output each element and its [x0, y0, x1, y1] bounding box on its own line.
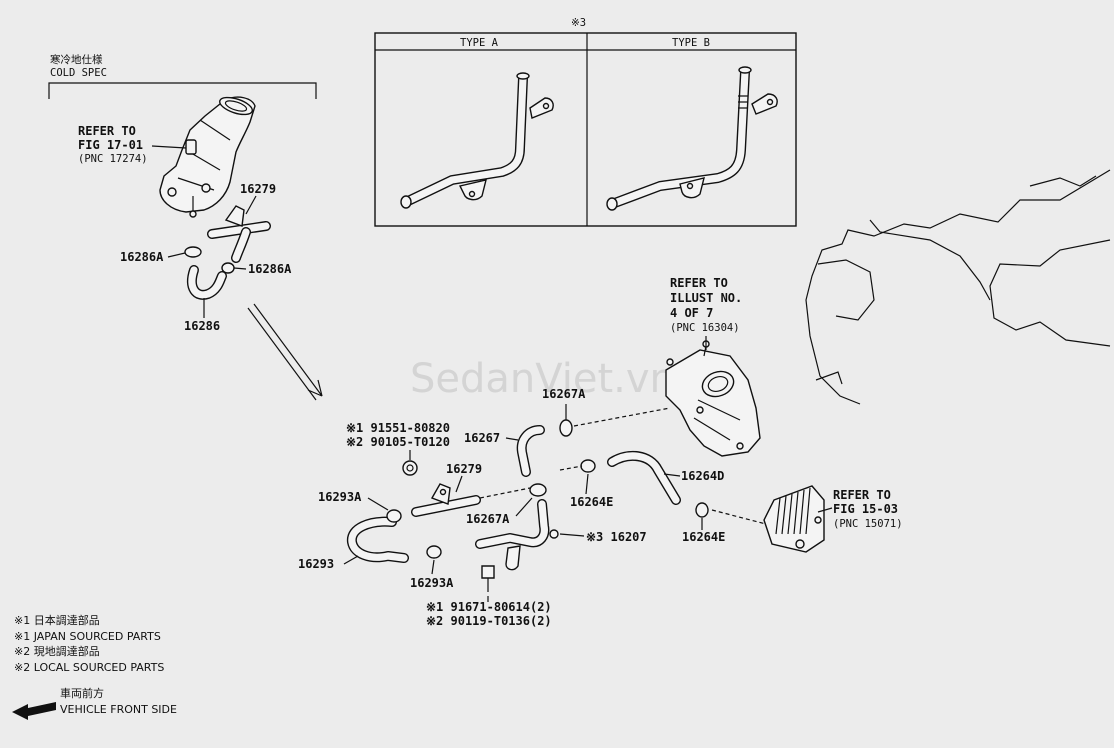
- clamp-16286a-left: [184, 246, 202, 258]
- thermostat-housing-illustration: [159, 96, 256, 218]
- part-label-16286a-right: 16286A: [248, 262, 292, 276]
- refer-fig15-line3: (PNC 15071): [833, 518, 903, 530]
- type-b-pipe-illustration: [606, 66, 778, 211]
- part-label-16293a-top: 16293A: [318, 490, 362, 504]
- pipe-16279: [411, 483, 481, 517]
- notes-block: ※1 日本調達部品 ※1 JAPAN SOURCED PARTS ※2 現地調達…: [14, 613, 164, 674]
- part-label-16267a-bottom: 16267A: [466, 512, 510, 526]
- bolt-top-line1: ※1 91551-80820: [346, 421, 450, 435]
- note-line-4: ※2 LOCAL SOURCED PARTS: [14, 661, 164, 674]
- vehicle-front-indicator: 車両前方 VEHICLE FRONT SIDE: [12, 686, 177, 720]
- pipe-16207: [475, 499, 559, 571]
- part-label-16286a-left: 16286A: [120, 250, 164, 264]
- bolt-bottom-line2: ※2 90119-T0136(2): [426, 614, 552, 628]
- front-label-en: VEHICLE FRONT SIDE: [60, 703, 177, 716]
- part-label-16286: 16286: [184, 319, 220, 333]
- cold-spec-group: 寒冷地仕様 COLD SPEC REFER TO FIG 17-01 (PNC …: [48, 53, 317, 333]
- cold-spec-arrow: [253, 303, 323, 397]
- part-label-16293: 16293: [298, 557, 334, 571]
- cold-spec-label-jp: 寒冷地仕様: [50, 53, 103, 66]
- hose-16293: [347, 516, 409, 563]
- pipe-16279-cold-spec: [207, 205, 271, 263]
- oil-cooler-illustration: [763, 485, 825, 553]
- clamp-16293a-top: [386, 509, 402, 523]
- part-label-16279: 16279: [446, 462, 482, 476]
- refer-illust-line2: ILLUST NO.: [670, 291, 742, 305]
- part-label-16293a-bottom: 16293A: [410, 576, 454, 590]
- part-label-16264e-right: 16264E: [682, 530, 725, 544]
- part-label-16264e-mid: 16264E: [570, 495, 613, 509]
- cold-spec-label-en: COLD SPEC: [50, 67, 107, 79]
- bolt-top-line2: ※2 90105-T0120: [346, 435, 450, 449]
- type-table-mark: ※3: [571, 17, 586, 29]
- refer-illust-line4: (PNC 16304): [670, 322, 740, 334]
- clamp-16264e-right: [695, 502, 709, 518]
- part-label-16279-top: 16279: [240, 182, 276, 196]
- hose-16286: [186, 265, 227, 300]
- type-table: ※3 TYPE A TYPE B: [374, 17, 797, 227]
- note-line-1: ※1 日本調達部品: [14, 613, 100, 627]
- refer-fig17-line3: (PNC 17274): [78, 153, 148, 165]
- clamp-16267a-bottom: [529, 483, 547, 497]
- part-label-16207: ※3 16207: [586, 530, 647, 544]
- front-label-jp: 車両前方: [60, 686, 104, 700]
- note-line-2: ※1 JAPAN SOURCED PARTS: [14, 630, 161, 643]
- refer-fig17-line2: FIG 17-01: [78, 138, 143, 152]
- part-label-16264d: 16264D: [681, 469, 724, 483]
- refer-illust-line3: 4 OF 7: [670, 306, 713, 320]
- part-label-16267a-top: 16267A: [542, 387, 586, 401]
- refer-fig17-line1: REFER TO: [78, 124, 136, 138]
- water-pump-illustration: [665, 340, 761, 457]
- engine-block-illustration: [805, 169, 1111, 405]
- bolt-bottom: [481, 565, 495, 592]
- cold-spec-bracket: [48, 82, 317, 99]
- refer-illust-line1: REFER TO: [670, 276, 728, 290]
- type-a-header: TYPE A: [460, 37, 499, 49]
- front-arrow-icon: [12, 702, 56, 720]
- hose-16264d: [607, 450, 681, 505]
- type-a-pipe-illustration: [400, 72, 554, 209]
- part-label-16267: 16267: [464, 431, 500, 445]
- note-line-3: ※2 現地調達部品: [14, 644, 100, 658]
- bolt-bottom-line1: ※1 91671-80614(2): [426, 600, 552, 614]
- watermark-text: SedanViet.vn: [410, 356, 675, 402]
- refer-fig15-line1: REFER TO: [833, 488, 891, 502]
- clamp-16264e-mid: [580, 459, 596, 473]
- clamp-16293a-bottom: [426, 545, 442, 559]
- bolt-top: [402, 460, 418, 476]
- type-b-header: TYPE B: [672, 37, 710, 49]
- hose-16267: [516, 425, 545, 477]
- clamp-16267a-top: [559, 419, 573, 437]
- refer-fig15-line2: FIG 15-03: [833, 502, 898, 516]
